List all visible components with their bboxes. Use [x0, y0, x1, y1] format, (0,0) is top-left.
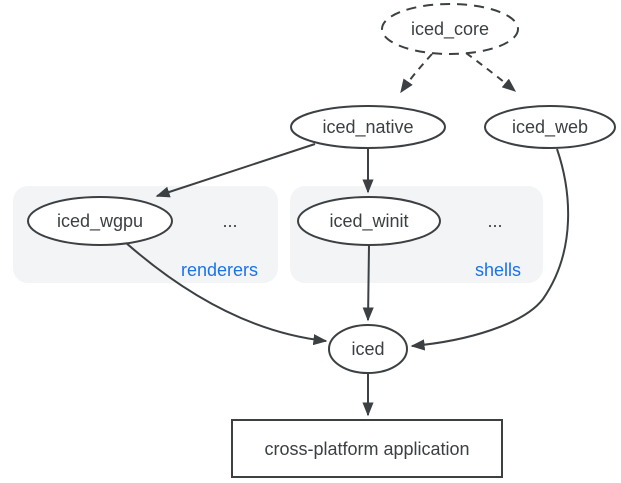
node-iced_wgpu: iced_wgpu: [27, 196, 173, 246]
node-iced-ellipse: [328, 324, 408, 374]
node-application-rect: [231, 419, 503, 478]
edge-iced_core-to-iced_web: [465, 52, 517, 92]
node-iced_core-ellipse: [381, 3, 519, 55]
node-iced-label: iced: [351, 339, 384, 359]
node-application: cross-platform application: [231, 419, 503, 478]
edge-iced_web-to-iced: [410, 148, 570, 351]
edge-iced_core-to-iced_native: [400, 53, 433, 94]
node-iced_core-label: iced_core: [411, 19, 489, 40]
group-shells-ellipsis: ...: [487, 211, 502, 231]
node-iced_wgpu-label: iced_wgpu: [57, 211, 143, 232]
edge-iced_winit-to-iced: [362, 244, 374, 322]
node-iced_core: iced_core: [381, 3, 519, 55]
node-iced_native-ellipse: [290, 105, 446, 149]
node-iced_web-label: iced_web: [512, 117, 588, 138]
group-shells-label: shells: [475, 260, 521, 280]
node-iced_native: iced_native: [290, 105, 446, 149]
node-iced_winit: iced_winit: [297, 196, 441, 246]
edge-iced_native-to-iced_wgpu: [155, 143, 316, 198]
edge-iced_wgpu-to-iced: [124, 241, 328, 346]
group-renderers-ellipsis: ...: [222, 211, 237, 231]
node-iced_web-ellipse: [484, 105, 616, 149]
node-application-label: cross-platform application: [264, 439, 469, 459]
node-iced_web: iced_web: [484, 105, 616, 149]
group-renderers-label: renderers: [181, 260, 258, 280]
node-iced: iced: [328, 324, 408, 374]
node-iced_native-label: iced_native: [322, 117, 413, 138]
node-iced_winit-label: iced_winit: [329, 211, 408, 232]
node-iced_wgpu-ellipse: [27, 196, 173, 246]
node-iced_winit-ellipse: [297, 196, 441, 246]
